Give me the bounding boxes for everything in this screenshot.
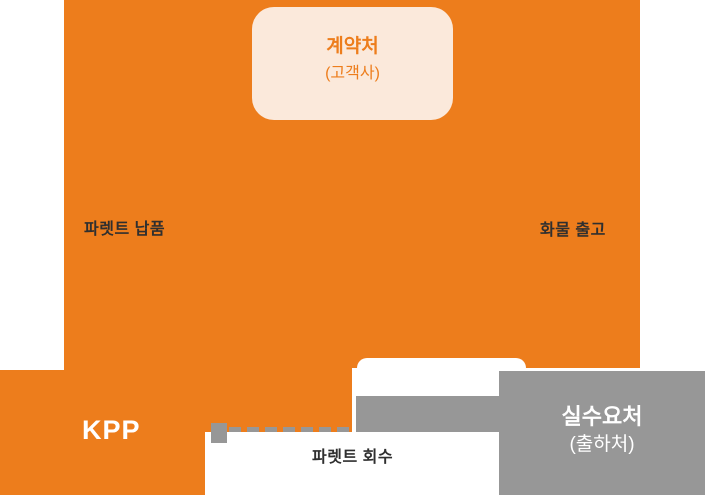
kpp-block: [0, 370, 205, 495]
consumer-block: 실수요처 (출하처): [499, 371, 705, 495]
pallet-return-label: 파렛트 회수: [312, 449, 394, 466]
cargo-out-label: 화물 출고: [540, 222, 606, 239]
consumer-block-title: 실수요처: [561, 404, 643, 429]
gray-connector-bar: [356, 396, 500, 432]
pallet-return-dashed-line: [229, 427, 352, 432]
dashed-line-end-marker: [211, 423, 227, 443]
pallet-delivery-label: 파렛트 납품: [84, 221, 166, 238]
kpp-label: KPP: [82, 415, 141, 445]
consumer-block-subtitle: (출하처): [569, 434, 635, 456]
contract-box: 계약처 (고객사): [252, 7, 453, 120]
contract-box-subtitle: (고객사): [325, 64, 380, 82]
contract-box-title: 계약처: [326, 36, 379, 57]
